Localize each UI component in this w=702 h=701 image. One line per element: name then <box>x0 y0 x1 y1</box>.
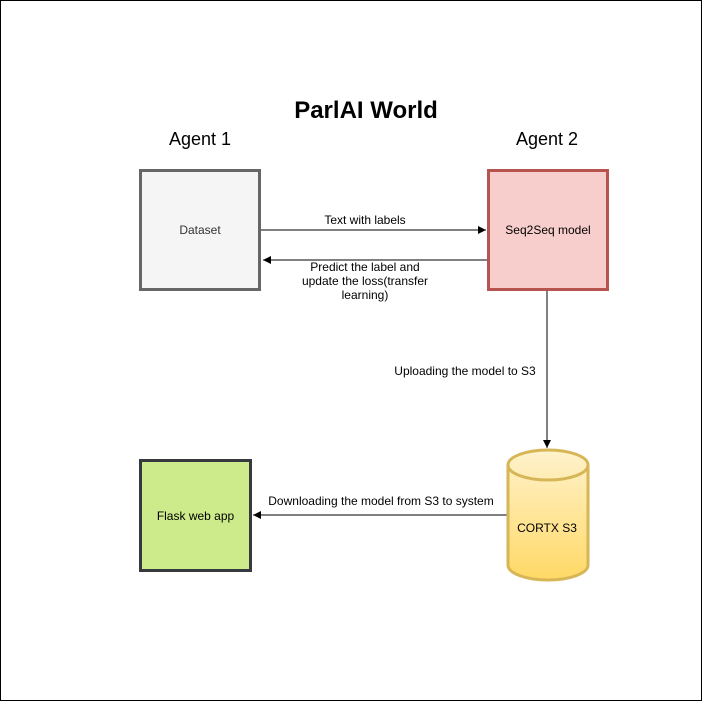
seq2seq-model-node: Seq2Seq model <box>487 169 609 291</box>
agent-1-label: Agent 1 <box>168 129 232 149</box>
dataset-node: Dataset <box>139 169 261 291</box>
seq2seq-label: Seq2Seq model <box>505 223 591 237</box>
downloading-label: Downloading the model from S3 to system <box>263 494 499 508</box>
flask-web-app-node: Flask web app <box>139 459 252 572</box>
diagram-title: ParlAI World <box>294 97 438 124</box>
cortx-s3-cylinder <box>506 448 590 582</box>
predict-label-line-2: update the loss(transfer <box>301 274 429 288</box>
dataset-label: Dataset <box>179 223 221 237</box>
uploading-label: Uploading the model to S3 <box>394 364 536 378</box>
predict-label-line-3: learning) <box>341 288 389 302</box>
cortx-s3-label: CORTX S3 <box>517 521 577 535</box>
predict-label-line-1: Predict the label and <box>310 260 420 274</box>
flask-label: Flask web app <box>156 508 235 523</box>
text-with-labels-label: Text with labels <box>324 213 406 227</box>
agent-2-label: Agent 2 <box>515 129 579 149</box>
